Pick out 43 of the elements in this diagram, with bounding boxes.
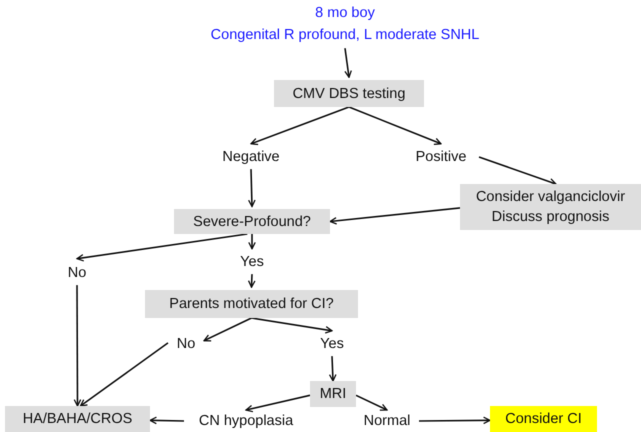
process-box	[145, 290, 358, 318]
box-text: MRI	[320, 385, 346, 404]
arrow	[250, 106, 350, 146]
arrow	[149, 416, 184, 424]
box-text: CMV DBS testing	[292, 84, 406, 104]
arrow	[478, 156, 557, 186]
branch-label: No	[176, 335, 196, 354]
branch-label: Yes	[240, 253, 264, 272]
process-box	[310, 381, 356, 407]
arrow	[356, 394, 388, 411]
arrow	[348, 106, 442, 146]
arrow	[248, 274, 256, 288]
arrow	[80, 342, 168, 407]
box-text: Consider CI	[505, 410, 582, 429]
box-text: HA/BAHA/CROS	[22, 410, 132, 429]
arrow	[245, 394, 310, 412]
arrow	[419, 416, 491, 424]
arrow	[329, 207, 460, 225]
arrow	[74, 285, 82, 407]
process-box	[274, 80, 424, 107]
arrow	[203, 317, 252, 342]
box-text: Parents motivated for CI?	[169, 295, 334, 314]
box-text: Discuss prognosis	[492, 208, 610, 227]
box-text: Severe-Profound?	[193, 212, 311, 232]
branch-label: Yes	[320, 335, 344, 354]
process-box	[5, 406, 150, 432]
arrow	[76, 233, 248, 262]
branch-label: Negative	[222, 148, 280, 167]
highlighted-box	[490, 406, 597, 432]
box-text: Consider valganciclovir	[476, 188, 626, 207]
case-description: 8 mo boy	[315, 4, 375, 23]
process-box	[174, 209, 330, 234]
branch-label: CN hypoplasia	[198, 412, 294, 431]
branch-label: Positive	[416, 148, 466, 167]
arrow	[251, 317, 333, 334]
arrow	[248, 169, 256, 208]
arrow	[328, 356, 337, 382]
case-description: Congenital R profound, L moderate SNHL	[210, 26, 480, 45]
process-box	[460, 184, 641, 230]
branch-label: Normal	[364, 412, 410, 431]
arrow	[248, 234, 256, 250]
arrow	[344, 48, 352, 78]
branch-label: No	[68, 264, 86, 283]
